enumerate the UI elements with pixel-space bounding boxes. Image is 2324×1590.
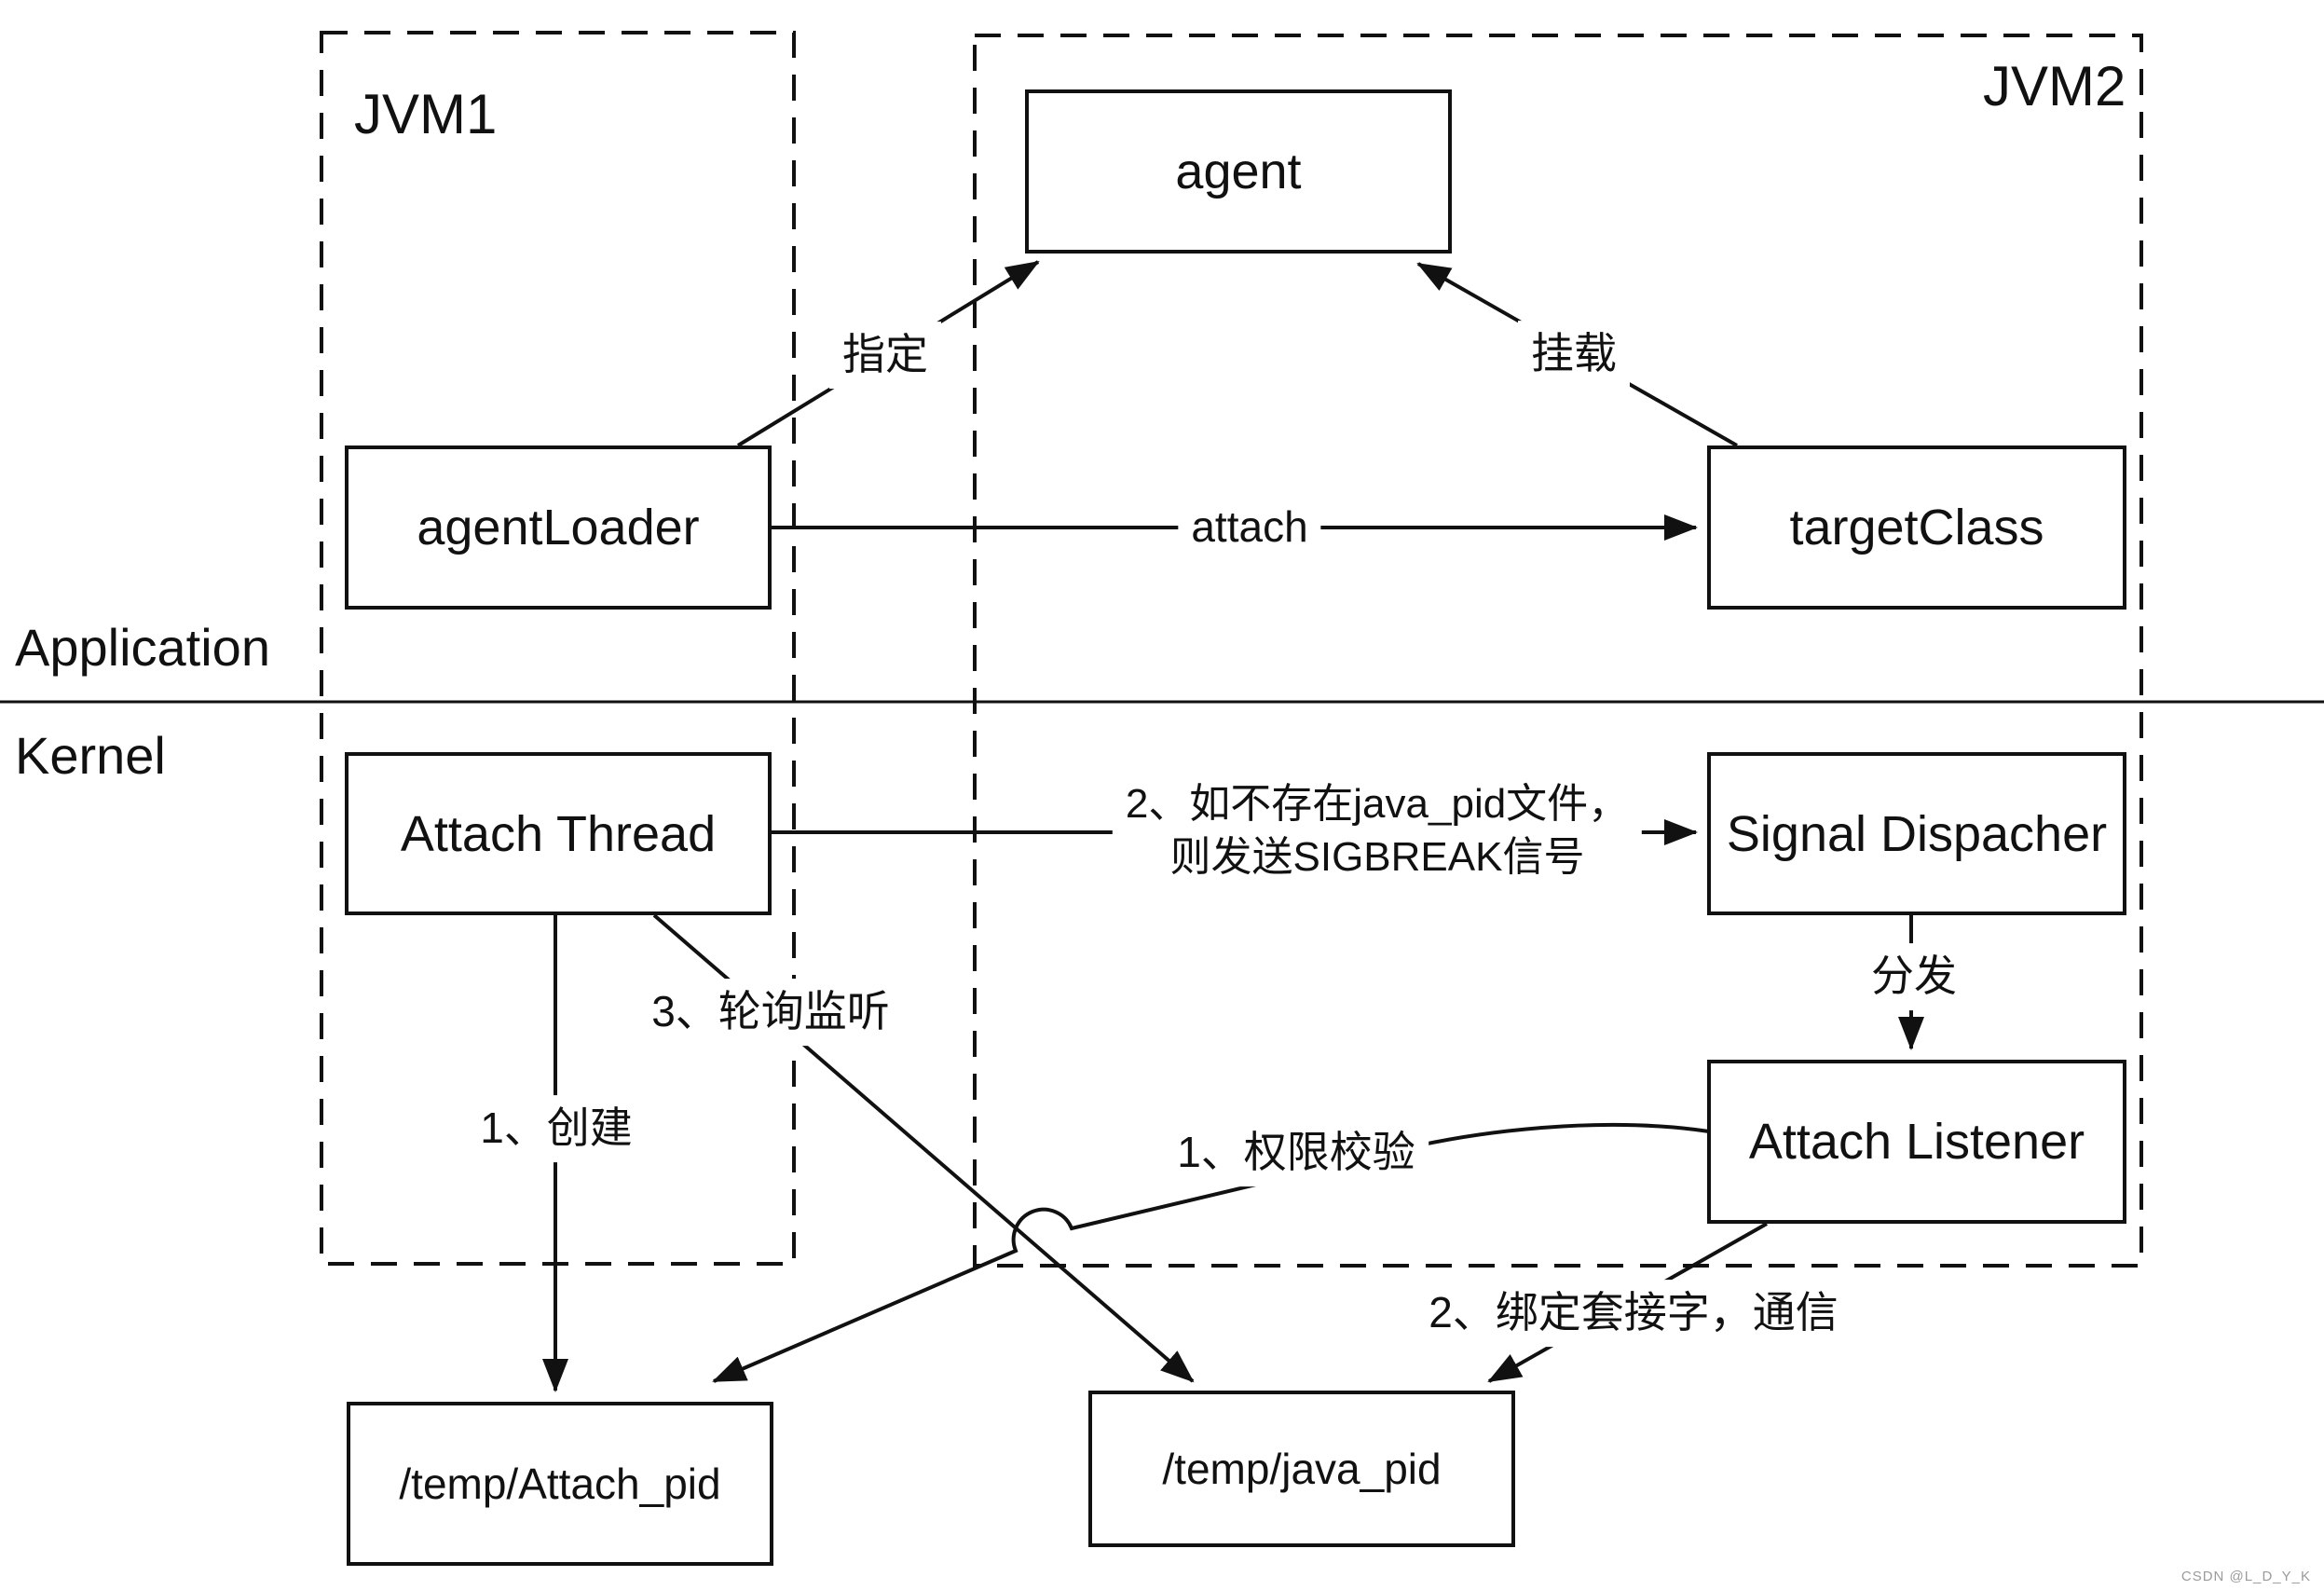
jvm1-label: JVM1: [354, 83, 498, 145]
edge-label-chuangjian: 1、创建: [467, 1095, 646, 1162]
edge-label-attach: attach: [1178, 494, 1321, 561]
application-layer-label: Application: [15, 618, 270, 677]
edge-label-guazai: 挂载: [1518, 321, 1630, 388]
csdn-watermark: CSDN @L_D_Y_K: [2180, 1569, 2311, 1584]
node-agent-loader: agentLoader: [345, 445, 772, 610]
edge-label-lunxun: 3、轮询监听: [638, 979, 903, 1046]
edge-label-fenfa: 分发: [1858, 943, 1970, 1010]
edge-quanxian-curve: [712, 1122, 1710, 1383]
edge-label-sigbreak-line1: 2、如不存在java_pid文件，: [1125, 780, 1630, 827]
jvm1-dashed-container: [320, 31, 796, 1266]
jvm2-label: JVM2: [1983, 55, 2126, 117]
node-attach-thread: Attach Thread: [345, 752, 772, 915]
jvm2-dashed-container: [973, 34, 2143, 1268]
edge-label-quanxian: 1、权限校验: [1164, 1119, 1429, 1186]
node-temp-java-pid: /temp/java_pid: [1088, 1391, 1515, 1547]
edge-label-bangding: 2、绑定套接字，通信: [1415, 1280, 1852, 1347]
edge-label-sigbreak-line2: 则发送SIGBREAK信号: [1169, 834, 1585, 880]
edge-label-sigbreak: 2、如不存在java_pid文件， 则发送SIGBREAK信号: [1112, 771, 1643, 890]
node-agent: agent: [1025, 89, 1452, 254]
node-signal-dispacher: Signal Dispacher: [1707, 752, 2126, 915]
kernel-layer-label: Kernel: [15, 726, 166, 785]
node-target-class: targetClass: [1707, 445, 2126, 610]
node-temp-attach-pid: /temp/Attach_pid: [347, 1402, 773, 1566]
edge-label-zhiding: 指定: [829, 322, 941, 389]
node-attach-listener: Attach Listener: [1707, 1060, 2126, 1224]
